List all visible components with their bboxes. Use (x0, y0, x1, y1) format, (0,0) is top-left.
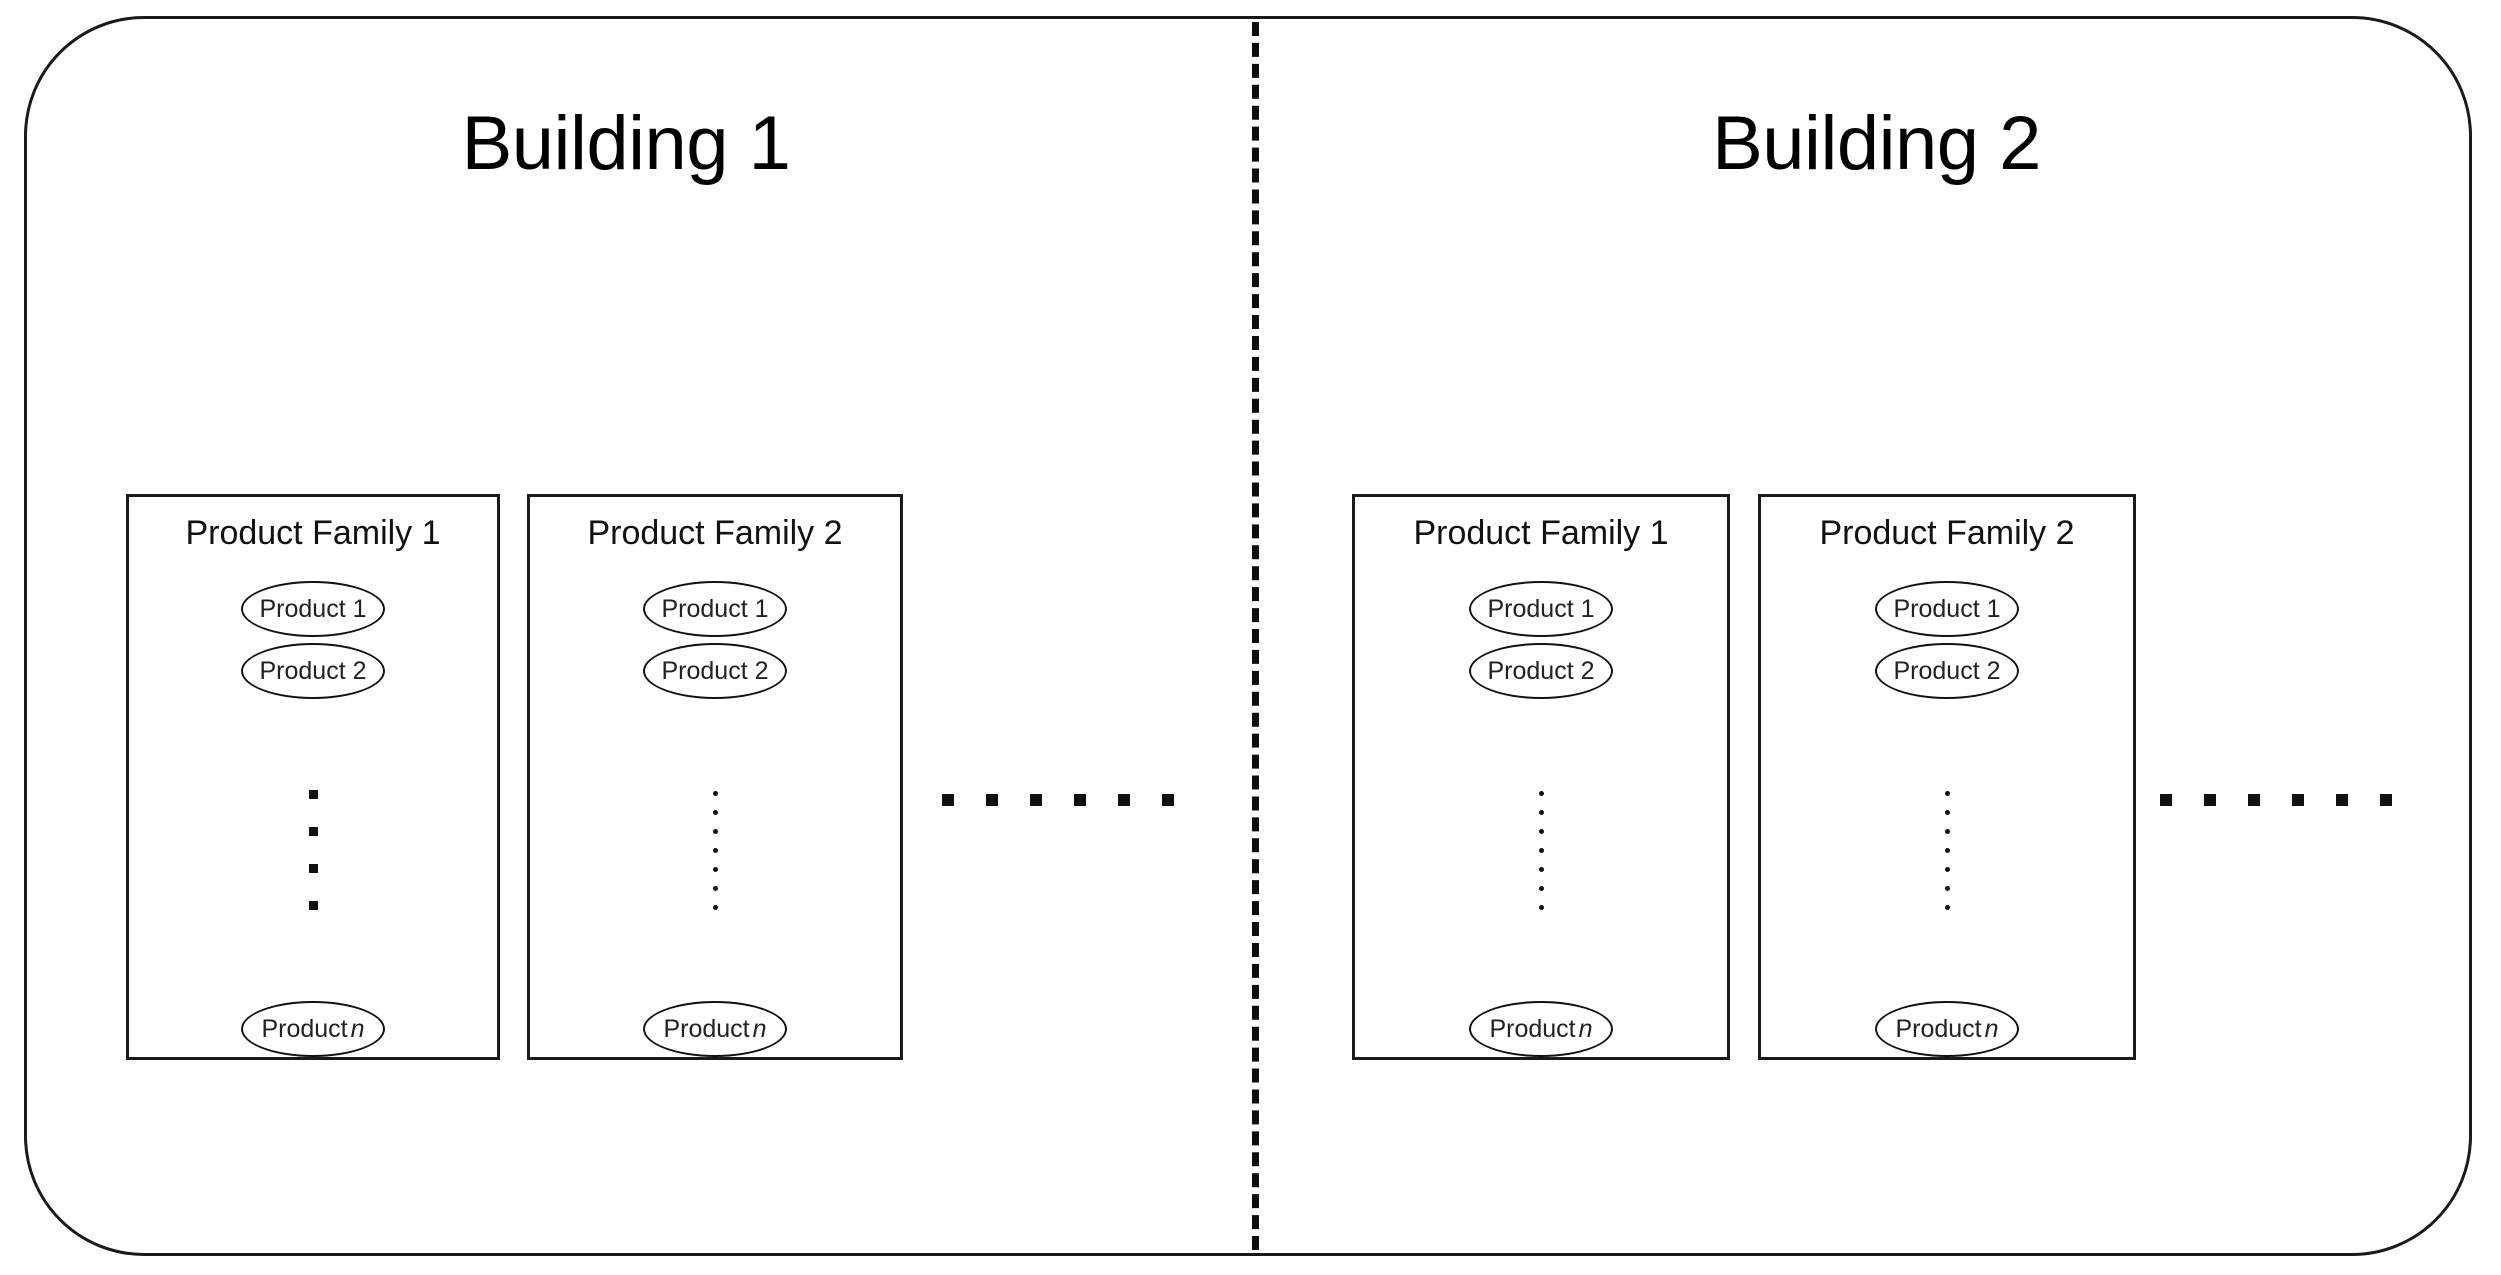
product-node-last: Product n (241, 1001, 385, 1057)
vertical-ellipsis-icon (308, 699, 318, 1001)
building-1-product-family-1-box: Product Family 1 Product 1 Product 2 Pro… (126, 494, 500, 1060)
building-2-product-family-1-box: Product Family 1 Product 1 Product 2 Pro… (1352, 494, 1730, 1060)
building-2-more-families-ellipsis-icon (2160, 794, 2392, 806)
product-family-label: Product Family 2 (1819, 514, 2075, 552)
product-node: Product 1 (241, 581, 385, 637)
product-label-index: n (1578, 1014, 1593, 1043)
building-1-product-family-2-box: Product Family 2 Product 1 Product 2 Pro… (527, 494, 903, 1060)
product-label: Product 2 (1487, 656, 1595, 685)
product-label-index: n (752, 1014, 767, 1043)
product-family-label: Product Family 1 (185, 514, 441, 552)
building-1-more-families-ellipsis-icon (942, 794, 1174, 806)
product-node: Product 2 (241, 643, 385, 699)
building-divider-dashed-line (1252, 22, 1259, 1250)
product-label: Product 2 (1893, 656, 2001, 685)
product-node: Product 2 (643, 643, 787, 699)
product-list: Product 1 Product 2 Product n (1761, 573, 2133, 1057)
site-boundary-frame (24, 16, 2472, 1256)
product-family-label: Product Family 1 (1413, 514, 1669, 552)
product-node-last: Product n (1875, 1001, 2019, 1057)
product-node: Product 1 (1875, 581, 2019, 637)
building-1-title: Building 1 (461, 101, 791, 186)
product-list: Product 1 Product 2 Product n (1355, 573, 1727, 1057)
building-2-title: Building 2 (1712, 101, 2041, 186)
vertical-ellipsis-icon (1944, 699, 1950, 1001)
product-node: Product 2 (1875, 643, 2019, 699)
product-node: Product 1 (643, 581, 787, 637)
product-label: Product 2 (661, 656, 769, 685)
product-label: Product 2 (259, 656, 367, 685)
product-label: Product 1 (661, 594, 769, 623)
product-label: Product 1 (259, 594, 367, 623)
product-family-label: Product Family 2 (587, 514, 843, 552)
product-list: Product 1 Product 2 Product n (530, 573, 900, 1057)
vertical-ellipsis-icon (712, 699, 718, 1001)
product-list: Product 1 Product 2 Product n (129, 573, 497, 1057)
product-label-prefix: Product (261, 1014, 348, 1043)
vertical-ellipsis-icon (1538, 699, 1544, 1001)
product-label-prefix: Product (1489, 1014, 1576, 1043)
product-node-last: Product n (1469, 1001, 1613, 1057)
product-node-last: Product n (643, 1001, 787, 1057)
product-label-prefix: Product (663, 1014, 750, 1043)
product-node: Product 2 (1469, 643, 1613, 699)
product-label-index: n (350, 1014, 365, 1043)
product-node: Product 1 (1469, 581, 1613, 637)
product-label-index: n (1984, 1014, 1999, 1043)
building-2-product-family-2-box: Product Family 2 Product 1 Product 2 Pro… (1758, 494, 2136, 1060)
product-label: Product 1 (1487, 594, 1595, 623)
product-label-prefix: Product (1895, 1014, 1982, 1043)
product-label: Product 1 (1893, 594, 2001, 623)
